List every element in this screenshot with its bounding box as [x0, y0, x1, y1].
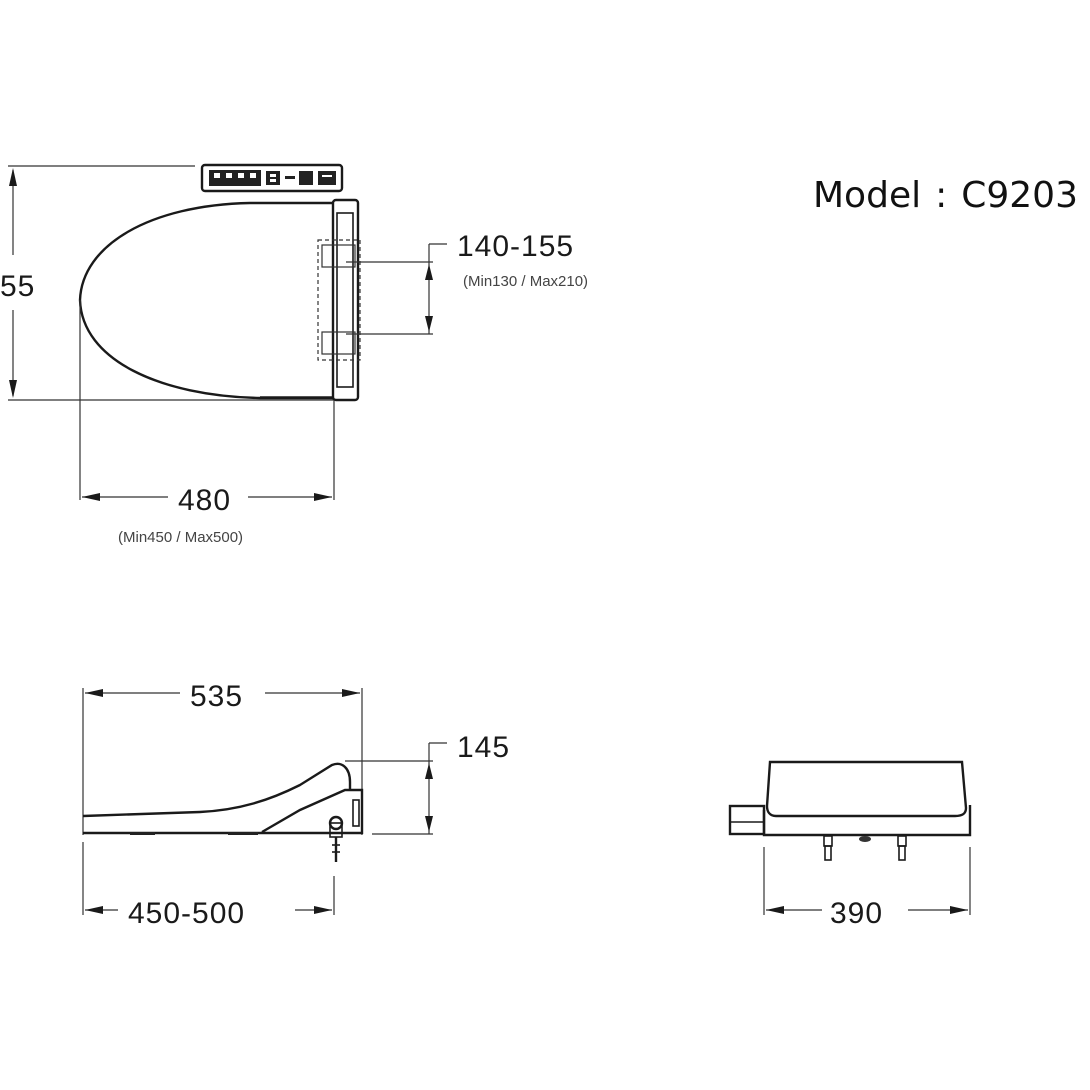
seat-length-range: (Min450 / Max500)	[118, 529, 243, 546]
seat-length-dimension: 480	[178, 484, 231, 517]
rear-view: 390	[728, 760, 972, 930]
water-connector-left-icon	[823, 835, 833, 861]
top-view: 55	[0, 163, 588, 546]
overall-width-dimension: 390	[830, 897, 883, 930]
height-dimension: 145	[457, 731, 510, 764]
water-connector-right-icon	[897, 835, 907, 861]
bolt-spacing-dimension: 140-155	[457, 230, 574, 263]
bolt-to-front-dimension: 450-500	[128, 897, 245, 930]
model-label: Model:C9203	[813, 175, 1078, 216]
side-view: 535 145 450-500	[82, 680, 510, 930]
top-width-dimension: 55	[0, 270, 35, 303]
control-panel-icon	[200, 163, 344, 193]
overall-length-dimension: 535	[190, 680, 243, 713]
bolt-spacing-range: (Min130 / Max210)	[463, 273, 588, 290]
